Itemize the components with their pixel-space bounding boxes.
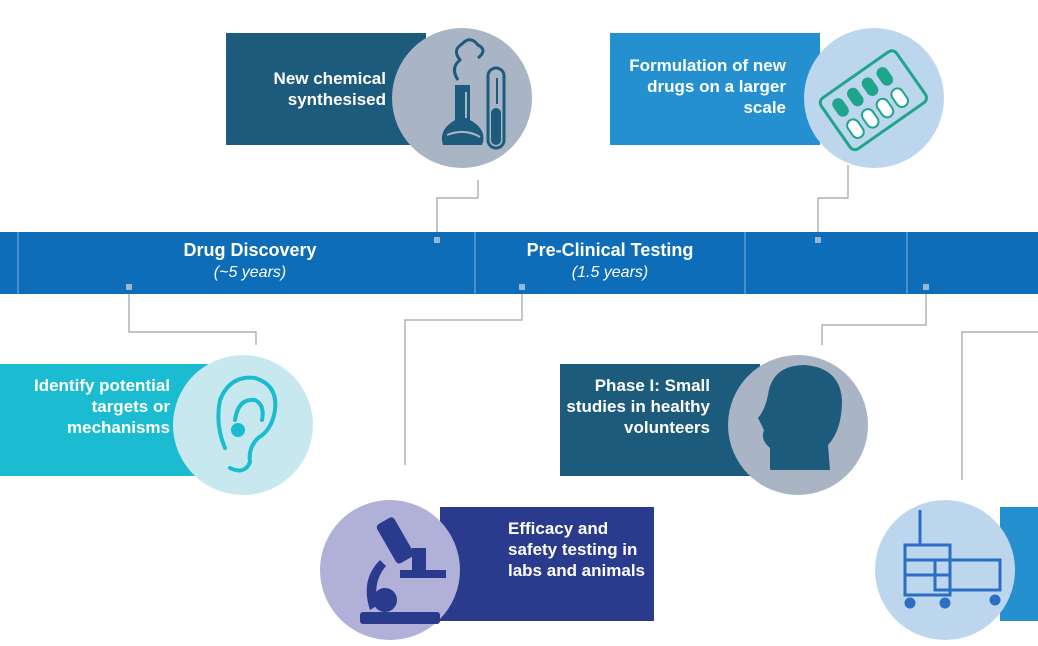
hospital-bed-icon: [903, 510, 1002, 609]
stage-title-discovery: Drug Discovery: [183, 240, 317, 260]
label-formulation: Formulation of new drugs on a larger sca…: [629, 56, 786, 117]
circle-targets: [173, 355, 313, 495]
ear-icon: [216, 375, 278, 473]
circle-efficacy: [320, 500, 460, 640]
box-formulation: [610, 33, 820, 145]
pill-blister-icon: [818, 49, 928, 152]
circle-beds: [875, 500, 1015, 640]
label-chemical: New chemical synthesised: [273, 69, 386, 109]
band-dividers: [17, 232, 908, 294]
microscope-icon: [360, 517, 446, 624]
connector-efficacy: [404, 287, 523, 465]
label-targets: Identify potential targets or mechanisms: [34, 376, 170, 437]
connector-dots: [126, 237, 929, 290]
timeline-band: [0, 232, 1038, 294]
stage-title-preclinical: Pre-Clinical Testing: [526, 240, 694, 260]
label-phase1: Phase I: Small studies in healthy volunt…: [566, 376, 710, 437]
box-phase1: [560, 364, 760, 476]
stage-duration-preclinical: (1.5 years): [571, 264, 649, 281]
connector-lines: [128, 165, 1038, 480]
box-efficacy: [440, 507, 654, 621]
stage-duration-discovery: (~5 years): [213, 264, 287, 281]
connector-chemical: [436, 180, 479, 240]
human-head-icon: [758, 365, 842, 470]
lab-flask-icon: [441, 38, 506, 150]
connector-targets: [128, 287, 257, 345]
connector-phase1: [821, 287, 927, 345]
connector-formulation: [817, 165, 849, 240]
label-efficacy: Efficacy and safety testing in labs and …: [508, 519, 645, 580]
connector-beds: [961, 331, 1038, 480]
